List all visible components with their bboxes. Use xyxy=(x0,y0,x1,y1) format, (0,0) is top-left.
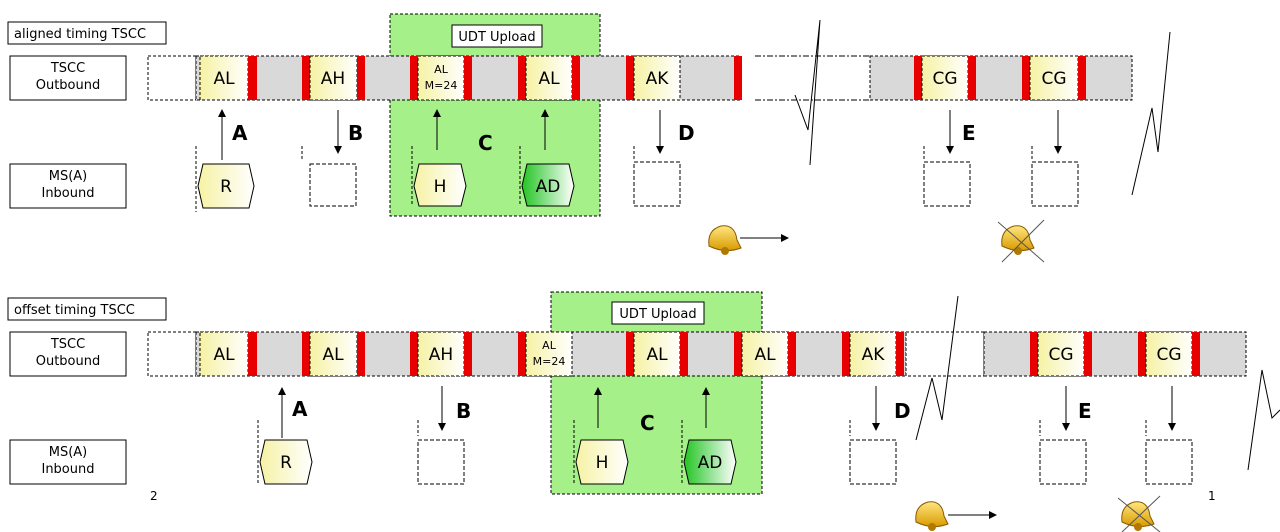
bell-ringing-icon xyxy=(708,225,742,255)
slot-label: H xyxy=(434,177,447,197)
slot-label: AH xyxy=(321,69,345,89)
section-title: offset timing TSCC xyxy=(14,303,135,318)
bell-muted-icon xyxy=(1117,495,1161,532)
row-label-outbound-box xyxy=(9,331,127,377)
event-label: C xyxy=(478,131,493,155)
slot-label: R xyxy=(280,453,292,473)
outbound-slot: AL xyxy=(734,331,796,377)
slot-label: AH xyxy=(429,345,453,365)
slot-label: AL xyxy=(754,345,776,365)
break-mark xyxy=(1247,369,1280,471)
event-label: C xyxy=(640,411,655,435)
slot-label: AD xyxy=(536,177,561,197)
break-mark xyxy=(794,19,821,166)
slot-label: AL xyxy=(213,345,235,365)
event-label: B xyxy=(348,121,363,145)
inbound-slot: AD xyxy=(681,420,737,485)
outbound-slot: CG xyxy=(1022,55,1086,101)
inbound-slot xyxy=(1031,146,1079,207)
slot-label: CG xyxy=(932,69,957,89)
inbound-slot: AD xyxy=(519,146,575,207)
inbound-slot: H xyxy=(411,146,467,207)
row-label-inbound: MS(A)Inbound xyxy=(41,169,94,201)
break-mark xyxy=(1131,31,1171,196)
event-label: E xyxy=(962,121,976,145)
inbound-slot xyxy=(1039,420,1087,485)
udt-label: UDT Upload xyxy=(619,307,696,322)
outbound-slot: CG xyxy=(914,55,976,101)
outbound-gap-box xyxy=(905,331,985,377)
inbound-slot xyxy=(1145,420,1193,485)
event-label: A xyxy=(292,397,308,421)
row-label-inbound-box xyxy=(9,163,127,209)
bell-muted-icon xyxy=(997,219,1045,263)
slot-label: AD xyxy=(698,453,723,473)
slot-label: R xyxy=(220,177,232,197)
inbound-slot: H xyxy=(573,420,629,485)
udt-label-box xyxy=(611,301,705,325)
inbound-slot: R xyxy=(195,146,255,212)
page-number: 2 xyxy=(150,489,158,503)
slot-label: AK xyxy=(862,345,886,365)
outbound-slot: AH xyxy=(302,55,365,101)
slot-label: AK xyxy=(646,69,670,89)
section-title-box xyxy=(7,21,167,45)
udt-label: UDT Upload xyxy=(458,30,535,45)
slot-label: AL xyxy=(322,345,344,365)
row-label-inbound-box xyxy=(9,439,127,485)
slot-label: AL xyxy=(538,69,560,89)
slot-label: H xyxy=(596,453,609,473)
outbound-slot: AL xyxy=(518,55,580,101)
event-label: D xyxy=(894,399,911,423)
outbound-slot: AL xyxy=(199,55,257,101)
section-title: aligned timing TSCC xyxy=(14,27,146,42)
event-label: A xyxy=(232,121,248,145)
inbound-slot xyxy=(923,146,971,207)
row-label-inbound: MS(A)Inbound xyxy=(41,445,94,477)
outbound-slot: CG xyxy=(1138,331,1200,377)
corner-number: 1 xyxy=(1208,489,1216,503)
outbound-start-dashed xyxy=(147,55,197,101)
section-title-box xyxy=(7,297,167,321)
row-label-outbound-box xyxy=(9,55,127,101)
outbound-slot: AL xyxy=(302,331,365,377)
slot-label: CG xyxy=(1041,69,1066,89)
slot-label: CG xyxy=(1156,345,1181,365)
inbound-slot xyxy=(633,146,681,207)
outbound-slot: AL xyxy=(199,331,257,377)
outbound-slot: CG xyxy=(1030,331,1092,377)
inbound-slot xyxy=(301,146,357,207)
udt-label-box xyxy=(451,24,543,48)
slot-label: CG xyxy=(1048,345,1073,365)
outbound-slot: AL xyxy=(626,331,688,377)
outbound-slot: AH xyxy=(410,331,472,377)
slot-label: AL xyxy=(646,345,668,365)
break-mark xyxy=(915,295,959,441)
outbound-bar-2 xyxy=(983,331,1247,377)
event-label: D xyxy=(678,121,695,145)
event-label: E xyxy=(1078,399,1092,423)
event-label: B xyxy=(456,399,471,423)
bell-ringing-icon xyxy=(915,501,949,531)
inbound-slot xyxy=(849,420,897,485)
outbound-slot: AK xyxy=(842,331,904,377)
outbound-bar-2 xyxy=(869,55,1133,101)
slot-label: AL xyxy=(213,69,235,89)
outbound-slot: AK xyxy=(626,55,742,101)
inbound-slot: R xyxy=(257,420,313,485)
outbound-start-dashed xyxy=(147,331,197,377)
inbound-slot xyxy=(417,420,465,485)
